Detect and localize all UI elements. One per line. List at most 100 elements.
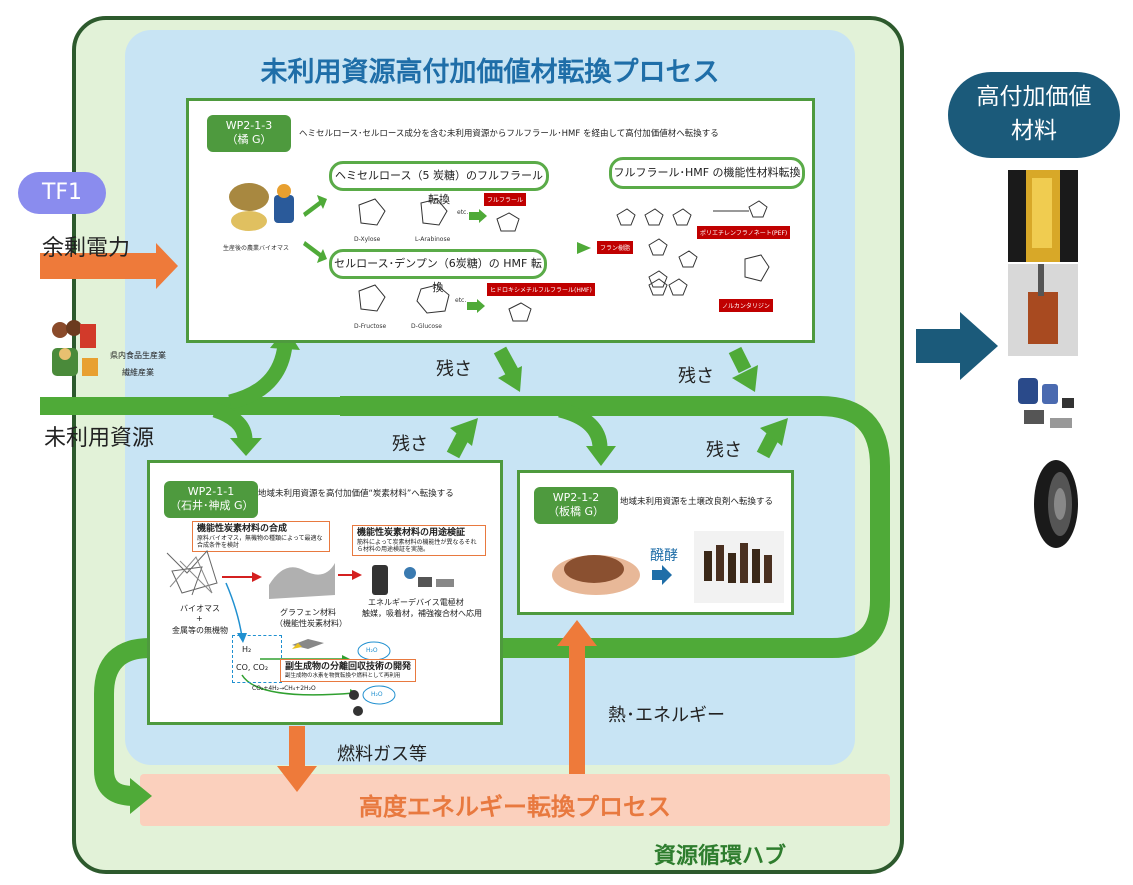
energy-process-bar	[140, 774, 890, 826]
hmf-structure	[508, 302, 532, 322]
wp213-tag-id: WP2-1-3	[225, 119, 273, 132]
wp213-tag-group: （橘 G）	[226, 133, 272, 147]
wp212-tag-id: WP2-1-2	[552, 491, 600, 504]
industry-label-2: 繊維産業	[122, 368, 154, 377]
plus-label: +	[196, 614, 203, 623]
arrow-to-hmf	[467, 299, 485, 313]
etc-label-2: etc.	[455, 297, 467, 304]
food-textile-image	[46, 318, 104, 384]
wp211-tag-group: （石井･神成 G）	[170, 499, 254, 513]
residue-label-2: 残さ	[678, 366, 714, 387]
box-cellulose: セルロース･デンプン（6炭糖）の HMF 転換	[329, 249, 547, 294]
fuel-gas-arrow	[289, 726, 305, 774]
gold-material-image	[1008, 170, 1078, 262]
hmf-label: ヒドロキシメチルフルフラール(HMF)	[487, 283, 595, 296]
residue-label-1: 残さ	[436, 359, 472, 380]
unused-resource-line	[40, 397, 340, 415]
plane-icon	[292, 639, 324, 649]
norcantharidin-structure	[744, 254, 770, 282]
uses-label: 触媒，吸着材，補強複合材へ応用	[362, 609, 482, 618]
h2o-label-1: H₂O	[366, 647, 378, 654]
ferment-arrow	[652, 565, 672, 585]
wp211-description: 地域未利用資源を高付加価値“炭素材料”へ転換する	[258, 489, 454, 499]
reaction-label: CO₂+4H₂→CH₄+2H₂O	[252, 685, 316, 692]
wp212-description: 地域未利用資源を土壌改良剤へ転換する	[620, 497, 774, 507]
h2o-label-2: H₂O	[371, 691, 383, 698]
compost-hand-image	[552, 555, 640, 595]
biomass-network-image	[166, 550, 218, 596]
biomass-image	[229, 183, 294, 231]
pef-label: ポリエチレンフラノネート(PEF)	[697, 226, 791, 239]
electronic-parts-image	[1018, 378, 1074, 428]
etc-label-1: etc.	[457, 209, 469, 216]
right-title-line2: 材料	[1011, 118, 1057, 144]
arabinose-label: L-Arabinose	[415, 236, 451, 243]
application-desc: 筋料によって炭素材料の機能性が異なるそれら材料の用途検証を実施。	[357, 538, 477, 553]
cloud-icon-2	[362, 685, 396, 705]
box-functional: フルフラール･HMF の機能性材料転換	[609, 157, 805, 189]
copper-film-image	[1008, 264, 1078, 356]
furan-resin-label: フラン樹脂	[597, 241, 634, 254]
pentose-structures	[358, 198, 448, 226]
pef-structure	[713, 200, 768, 218]
residue-label-4: 残さ	[706, 440, 742, 461]
tire-image	[1034, 460, 1078, 548]
wp213-tag: WP2-1-3 （橘 G）	[207, 115, 291, 152]
curve-to-wp211	[212, 402, 253, 441]
graphene-image	[269, 563, 335, 599]
pellet-image	[694, 531, 784, 603]
energy-process-label: 高度エネルギー転換プロセス	[359, 793, 671, 821]
curve-to-wp213	[228, 343, 293, 410]
process-title: 未利用資源高付加価値材転換プロセス	[260, 57, 720, 88]
heat-energy-arrow	[569, 640, 585, 774]
surplus-power-label: 余剰電力	[42, 236, 131, 261]
co-label: CO, CO₂	[236, 663, 269, 672]
wp213-description: ヘミセルロース･セルロース成分を含む未利用資源からフルフラール･HMF を経由し…	[299, 129, 719, 139]
residue-arrow-2	[728, 346, 752, 374]
unused-resource-label: 未利用資源	[44, 426, 155, 451]
byproduct-title: 副生成物の分離回収技術の開発	[285, 662, 412, 672]
arrow-to-furfural	[469, 209, 487, 223]
wp212-tag-group: （板橋 G）	[547, 505, 605, 519]
wp211-tag: WP2-1-1 （石井･神成 G）	[164, 481, 258, 518]
fuel-gas-label: 燃料ガス等	[337, 744, 427, 765]
right-title-line1: 高付加価値	[976, 84, 1092, 110]
arrow-to-materials	[577, 242, 591, 254]
norcantharidin-label: ノルカンタリジン	[719, 299, 773, 312]
byproduct-desc: 副生成物の水素を物質転換や燃料として再利用	[285, 672, 401, 679]
synthesis-box: 機能性炭素材料の合成 原料バイオマス，無機物の種類によって最適な合成条件を検討	[192, 521, 330, 553]
loop-arrowhead	[130, 778, 152, 814]
bisfuran-structure	[648, 278, 688, 296]
energy-device-label: エネルギーデバイス電極材	[368, 598, 464, 607]
furfural-label: フルフラール	[484, 193, 527, 206]
hub-label: 資源循環ハブ	[653, 844, 786, 869]
curve-to-wp212	[557, 402, 608, 449]
gas-box	[232, 635, 282, 683]
box-hemicellulose: ヘミセルロース（5 炭糖）のフルフラール転換	[329, 161, 549, 206]
biomass-label: バイオマス	[180, 604, 220, 613]
residue-label-3: 残さ	[392, 434, 428, 455]
output-arrow	[916, 329, 962, 363]
wp212-tag: WP2-1-2 （板橋 G）	[534, 487, 618, 524]
graphene-label-1: グラフェン材料	[280, 608, 336, 617]
wp211-panel: WP2-1-1 （石井･神成 G） 地域未利用資源を高付加価値“炭素材料”へ転換…	[147, 460, 503, 725]
wp212-panel: WP2-1-2 （板橋 G） 地域未利用資源を土壌改良剤へ転換する 醗酵	[517, 470, 794, 615]
circulation-loop	[94, 396, 890, 806]
right-title: 高付加価値 材料	[948, 72, 1120, 158]
biomass-caption: 生産後の農業バイオマス	[223, 245, 290, 252]
xylose-label: D-Xylose	[354, 236, 381, 243]
synthesis-desc: 原料バイオマス，無機物の種類によって最適な合成条件を検討	[197, 534, 323, 549]
surplus-power-arrow	[40, 253, 158, 279]
inorganic-label: 金属等の無機物	[172, 626, 228, 635]
furan-resin-structure	[616, 208, 698, 288]
furfural-structure	[496, 212, 520, 232]
tf1-badge: TF1	[18, 172, 106, 214]
wp211-tag-id: WP2-1-1	[187, 485, 235, 498]
fructose-label: D-Fructose	[354, 323, 387, 330]
h2-label: H₂	[242, 645, 252, 654]
application-box: 機能性炭素材料の用途検証 筋料によって炭素材料の機能性が異なるそれら材料の用途検…	[352, 525, 486, 557]
graphene-label-2: （機能性炭素材料）	[275, 619, 347, 628]
hexose-structures	[358, 284, 450, 314]
branch-arrows	[303, 195, 327, 263]
ferment-label: 醗酵	[650, 548, 678, 564]
